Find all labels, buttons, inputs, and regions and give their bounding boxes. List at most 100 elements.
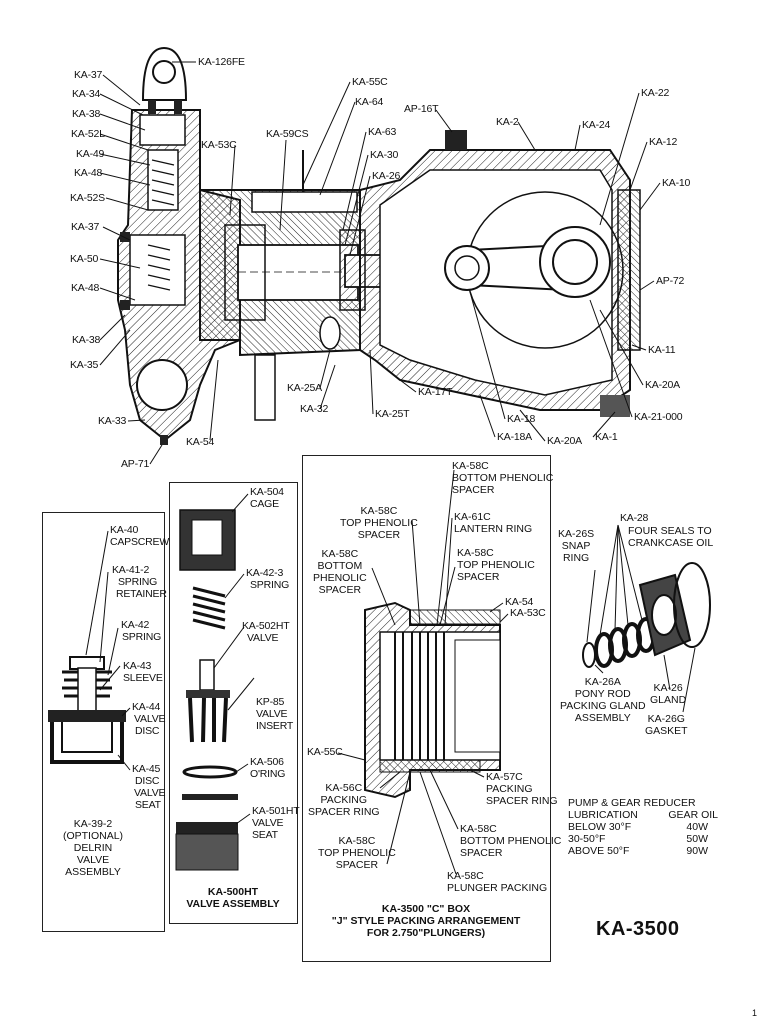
label-ka-18a: KA-18A: [497, 431, 532, 443]
label-ka-54: KA-54: [186, 436, 215, 448]
lubrication-row: 30-50°F 50W: [568, 833, 718, 845]
label-ka-25a: KA-25A: [287, 382, 322, 394]
cbox-label-10-line-2: PLUNGER PACKING: [447, 882, 548, 894]
label-ka-50: KA-50: [70, 253, 99, 265]
ka-26a-line-1: KA-26A: [584, 676, 621, 688]
label-oring: O'RING: [250, 768, 286, 780]
cbox-label-7-line-1: KA-57C: [486, 771, 523, 783]
label-ka-26g: KA-26G GASKET: [645, 713, 688, 737]
four-seals-line-2: CRANKCASE OIL: [628, 537, 714, 549]
label-ka-59cs: KA-59CS: [266, 128, 309, 140]
cbox-label-8: KA-58C BOTTOM PHENOLIC SPACER: [460, 823, 561, 859]
label-ka-501ht: KA-501HT: [252, 805, 300, 817]
label-cage: CAGE: [250, 498, 279, 510]
label-ap-16t: AP-16T: [404, 103, 439, 115]
valve-assembly-caption: KA-500HT VALVE ASSEMBLY: [172, 886, 294, 910]
label-ka-45: KA-45: [132, 763, 161, 775]
ka-26a-line-3: PACKING GLAND: [560, 700, 646, 712]
cbox-label-10: KA-58C PLUNGER PACKING: [447, 870, 547, 894]
cbox-label-ka-53c: KA-53C: [510, 607, 546, 619]
lubrication-table: PUMP & GEAR REDUCER LUBRICATION GEAR OIL…: [568, 797, 718, 857]
lubrication-header-row: LUBRICATION GEAR OIL: [568, 809, 718, 821]
label-ka-35: KA-35: [70, 359, 99, 371]
label-ka-53c: KA-53C: [201, 139, 237, 151]
label-ka-26: KA-26 GLAND: [650, 682, 686, 706]
cbox-label-6-line-2: PACKING: [320, 794, 368, 806]
label-ka-49: KA-49: [76, 148, 105, 160]
ka-26-line-2: GLAND: [650, 694, 687, 706]
cbox-label-2: KA-58C TOP PHENOLIC SPACER: [340, 505, 418, 541]
cbox-label-1-line-2: BOTTOM PHENOLIC: [452, 472, 554, 484]
lubrication-col-1: LUBRICATION: [568, 809, 638, 821]
label-insert: INSERT: [256, 720, 294, 732]
lubrication-temp: ABOVE 50°F: [568, 845, 630, 857]
cbox-label-4: KA-58C BOTTOM PHENOLIC SPACER: [313, 548, 367, 596]
cbox-label-5-line-2: TOP PHENOLIC: [457, 559, 535, 571]
label-ka-126fe: KA-126FE: [198, 56, 245, 68]
lubrication-row: ABOVE 50°F 90W: [568, 845, 718, 857]
cbox-label-7-line-2: PACKING: [486, 783, 533, 795]
lubrication-oil: 40W: [686, 821, 708, 833]
cbox-label-6: KA-56C PACKING SPACER RING: [308, 782, 380, 818]
cbox-label-8-line-2: BOTTOM PHENOLIC: [460, 835, 562, 847]
cbox-caption-line-3: FOR 2.750"PLUNGERS): [366, 927, 486, 939]
cbox-label-10-line-1: KA-58C: [447, 870, 484, 882]
cbox-caption: KA-3500 "C" BOX "J" STYLE PACKING ARRANG…: [304, 903, 548, 939]
label-ka-42: KA-42: [121, 619, 150, 631]
label-ka-38-bot: KA-38: [72, 334, 101, 346]
cbox-label-3: KA-61C LANTERN RING: [454, 511, 532, 535]
label-ka-24: KA-24: [582, 119, 611, 131]
cbox-label-4-line-1: KA-58C: [321, 548, 359, 560]
label-ka-18: KA-18: [507, 413, 536, 425]
label-ka-30: KA-30: [370, 149, 399, 161]
label-ap-71: AP-71: [121, 458, 150, 470]
label-four-seals: FOUR SEALS TO CRANKCASE OIL: [628, 525, 713, 549]
cbox-label-ka-54: KA-54: [505, 596, 534, 608]
label-ka-26s: KA-26S SNAP RING: [558, 528, 594, 564]
label-ap-72: AP-72: [656, 275, 685, 287]
cbox-label-4-line-3: PHENOLIC: [313, 572, 367, 584]
cbox-label-8-line-3: SPACER: [460, 847, 503, 859]
label-ka-20a-right: KA-20A: [645, 379, 680, 391]
label-valve-3: VALVE: [247, 632, 279, 644]
four-seals-line-1: FOUR SEALS TO: [628, 525, 712, 537]
c-box-packing-box: [302, 455, 551, 962]
label-spring: SPRING: [118, 576, 158, 588]
label-valve-5: VALVE: [252, 817, 284, 829]
label-retainer: RETAINER: [116, 588, 167, 600]
lubrication-heading: PUMP & GEAR REDUCER: [568, 797, 696, 809]
cbox-label-3-line-2: LANTERN RING: [454, 523, 533, 535]
label-ka-12: KA-12: [649, 136, 678, 148]
label-sleeve: SLEEVE: [123, 672, 163, 684]
ka-26s-line-3: RING: [562, 552, 590, 564]
label-ka-37-mid: KA-37: [71, 221, 100, 233]
label-ka-64: KA-64: [355, 96, 384, 108]
cbox-label-9-line-2: TOP PHENOLIC: [318, 847, 396, 859]
cbox-label-1-line-3: SPACER: [452, 484, 495, 496]
label-ka-32: KA-32: [300, 403, 329, 415]
ka-26s-line-2: SNAP: [561, 540, 591, 552]
label-spring-2: SPRING: [122, 631, 162, 643]
label-ka-42-3: KA-42-3: [246, 567, 284, 579]
valve-assembly-caption-line-1: KA-500HT: [207, 886, 259, 898]
label-seat: SEAT: [135, 799, 161, 811]
lubrication-temp: BELOW 30°F: [568, 821, 632, 833]
label-ka-25t: KA-25T: [375, 408, 410, 420]
cbox-label-1-line-1: KA-58C: [452, 460, 489, 472]
label-ka-43: KA-43: [123, 660, 152, 672]
label-ka-41-2: KA-41-2: [112, 564, 150, 576]
cbox-label-2-line-3: SPACER: [357, 529, 401, 541]
label-spring-3: SPRING: [250, 579, 290, 591]
ka-26a-line-4: ASSEMBLY: [574, 712, 631, 724]
label-ka-55c: KA-55C: [352, 76, 388, 88]
lubrication-temp: 30-50°F: [568, 833, 606, 845]
delrin-caption: KA-39-2 (OPTIONAL) DELRIN VALVE ASSEMBLY: [58, 818, 128, 878]
label-ka-48-top: KA-48: [74, 167, 103, 179]
label-valve-4: VALVE: [256, 708, 288, 720]
delrin-caption-line-2: (OPTIONAL): [62, 830, 124, 842]
